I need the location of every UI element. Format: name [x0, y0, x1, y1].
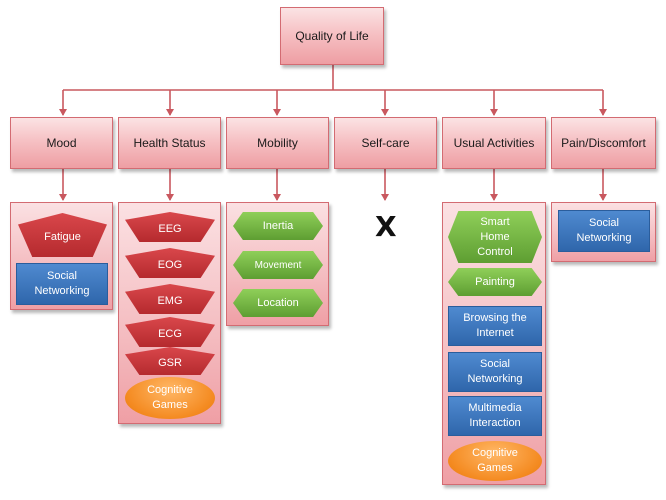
multimedia-interaction-label: Multimedia Interaction	[468, 402, 522, 429]
browsing-internet-node: Browsing the Internet	[448, 306, 542, 346]
social-networking-label: Social Networking	[576, 217, 632, 244]
mood-social-networking-node: Social Networking	[16, 263, 108, 305]
smart-home-control-label: Smart Home Control	[477, 215, 513, 258]
category-self-care: Self-care	[334, 117, 437, 169]
emg-node: EMG	[125, 284, 215, 314]
multimedia-interaction-node: Multimedia Interaction	[448, 396, 542, 436]
mobility-label: Inertia	[262, 219, 294, 232]
fatigue-node: Fatigue	[18, 213, 107, 257]
category-label: Pain/Discomfort	[561, 136, 646, 150]
inertia-node: Inertia	[233, 212, 323, 240]
eog-node: EOG	[125, 248, 215, 278]
usual-social-networking-node: Social Networking	[448, 352, 542, 392]
signal-label: EMG	[157, 295, 183, 307]
pain-discomfort-panel: Social Networking	[551, 202, 656, 262]
root-label: Quality of Life	[295, 29, 369, 43]
category-mobility: Mobility	[226, 117, 329, 169]
pain-social-networking-node: Social Networking	[558, 210, 650, 252]
mobility-panel: Inertia Movement Location	[226, 202, 329, 326]
eeg-node: EEG	[125, 212, 215, 242]
health-status-panel: EEG EOG EMG ECG GSR Cognitive Games	[118, 202, 221, 424]
gsr-node: GSR	[125, 347, 215, 375]
painting-label: Painting	[475, 275, 515, 288]
category-usual-activities: Usual Activities	[442, 117, 546, 169]
category-label: Usual Activities	[453, 136, 535, 150]
category-pain-discomfort: Pain/Discomfort	[551, 117, 656, 169]
location-node: Location	[233, 289, 323, 317]
fatigue-label: Fatigue	[44, 231, 81, 243]
usual-cognitive-games-node: Cognitive Games	[448, 441, 542, 481]
category-mood: Mood	[10, 117, 113, 169]
smart-home-control-node: Smart Home Control	[448, 211, 542, 263]
signal-label: ECG	[158, 328, 182, 340]
health-cognitive-games-node: Cognitive Games	[125, 377, 215, 419]
movement-node: Movement	[233, 251, 323, 279]
signal-label: EEG	[158, 223, 182, 235]
painting-node: Painting	[448, 268, 542, 296]
social-networking-label: Social Networking	[34, 270, 90, 297]
cognitive-games-label: Cognitive Games	[147, 384, 193, 411]
category-label: Self-care	[361, 136, 410, 150]
category-label: Mobility	[257, 136, 298, 150]
usual-activities-panel: Smart Home Control Painting Browsing the…	[442, 202, 546, 485]
social-networking-label: Social Networking	[467, 358, 523, 385]
category-label: Mood	[46, 136, 77, 150]
signal-label: EOG	[157, 259, 183, 271]
cognitive-games-label: Cognitive Games	[472, 447, 518, 474]
ecg-node: ECG	[125, 317, 215, 347]
category-label: Health Status	[133, 136, 206, 150]
root-node: Quality of Life	[280, 7, 384, 65]
self-care-x-mark: X	[375, 210, 397, 243]
category-health-status: Health Status	[118, 117, 221, 169]
mobility-label: Location	[257, 296, 299, 309]
browsing-internet-label: Browsing the Internet	[463, 312, 527, 339]
signal-label: GSR	[158, 357, 182, 369]
mood-panel: Fatigue Social Networking	[10, 202, 113, 310]
mobility-label: Movement	[254, 259, 302, 271]
